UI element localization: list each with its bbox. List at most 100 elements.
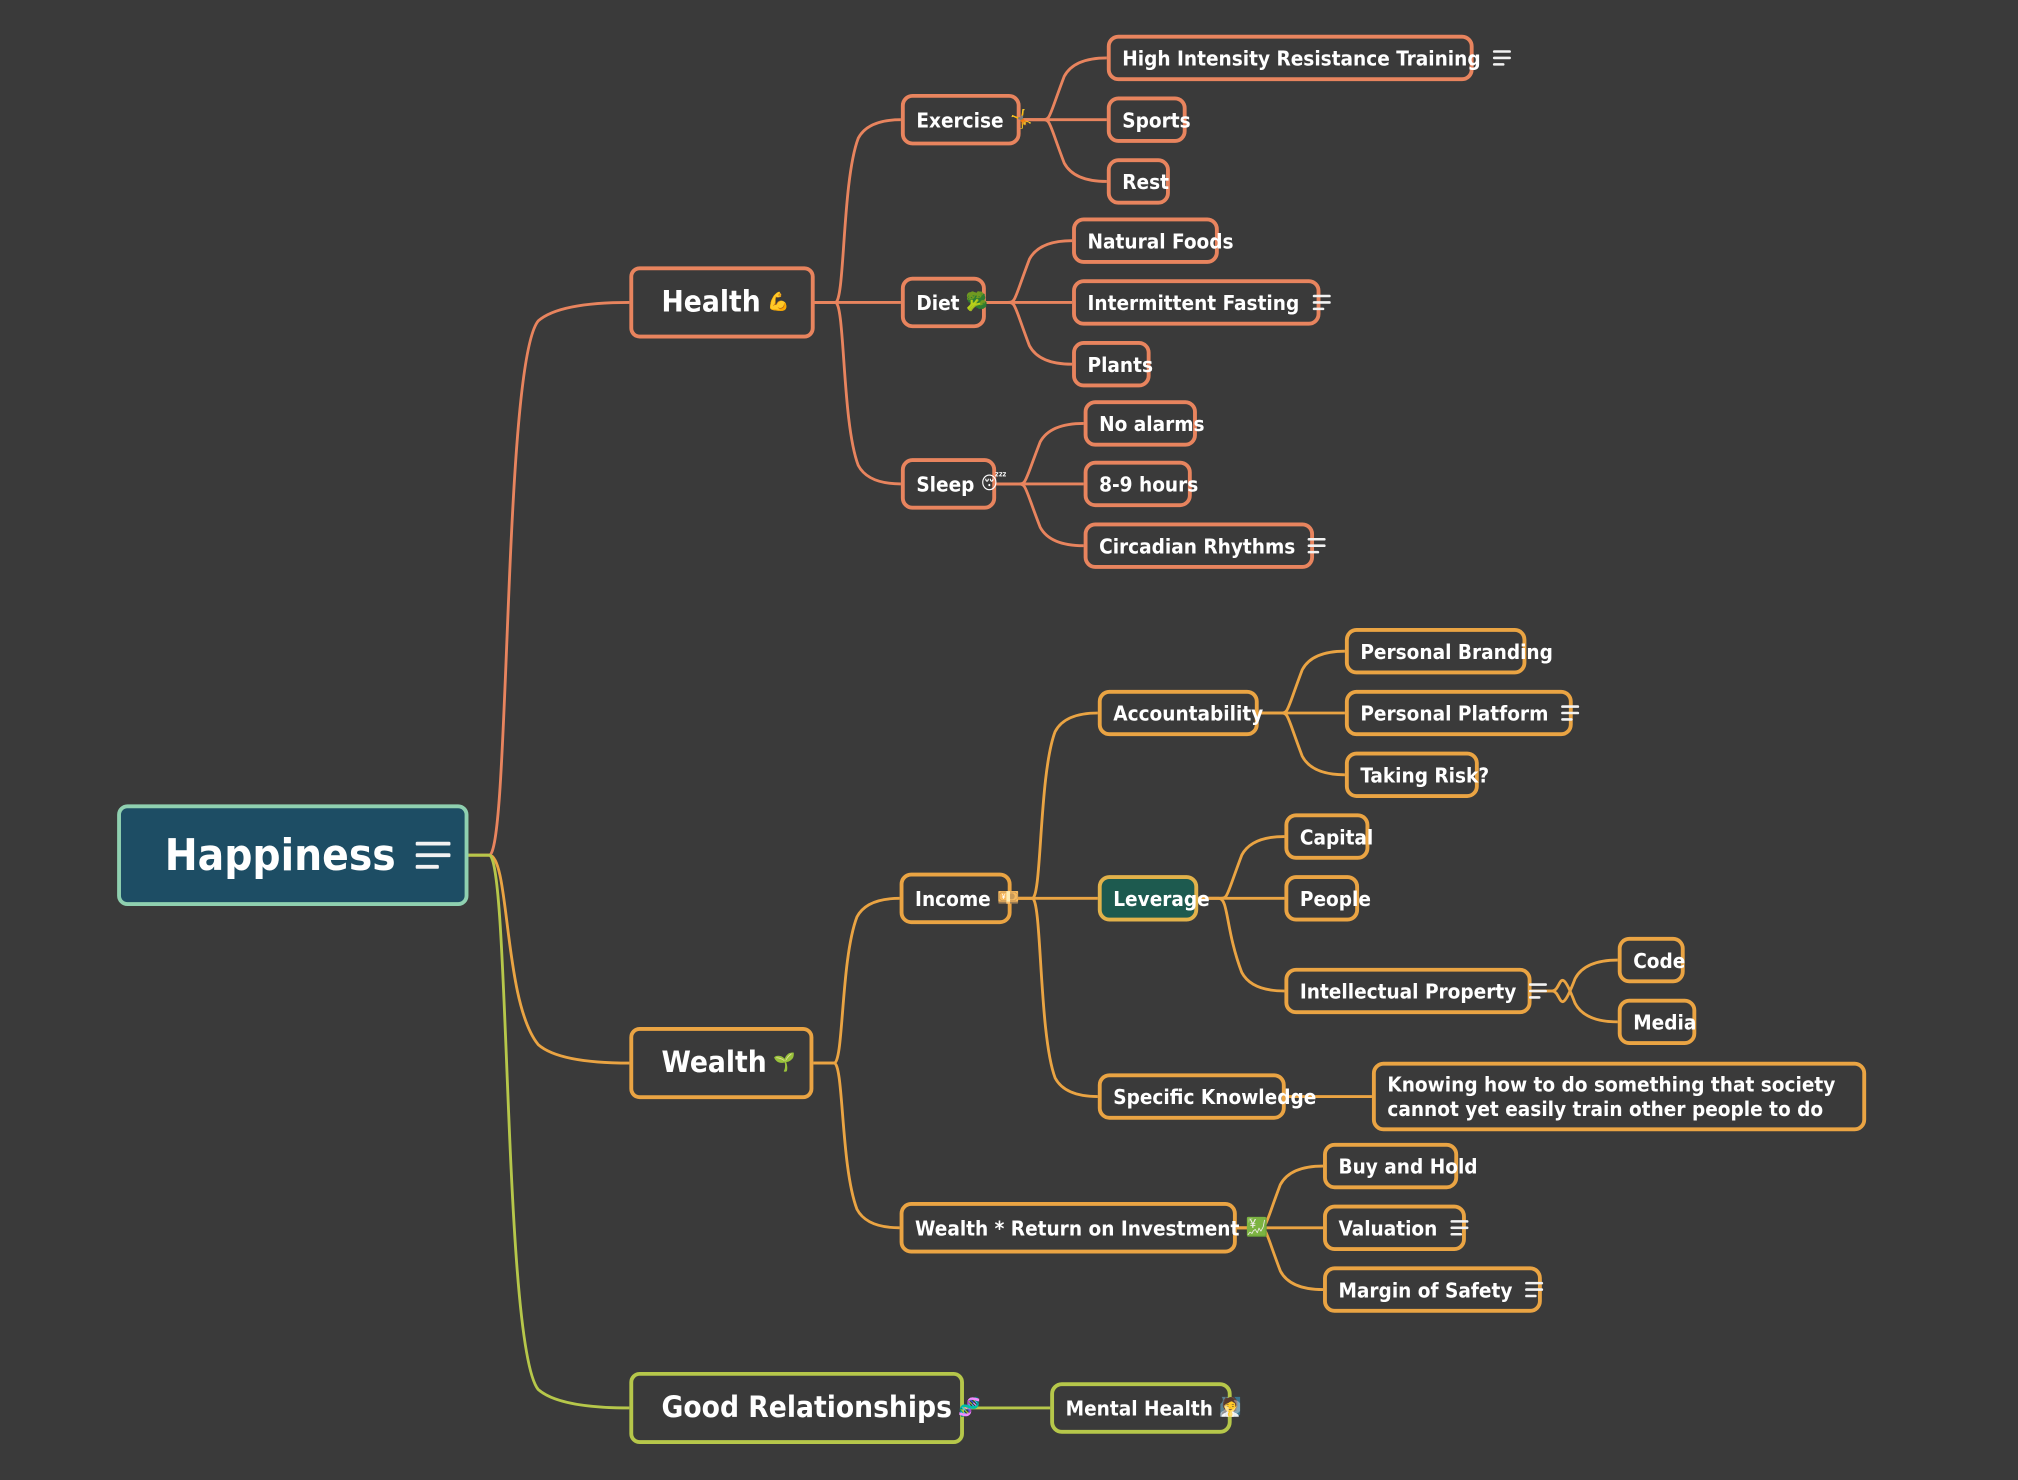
circadian-rhythms-label: Circadian Rhythms bbox=[1099, 533, 1296, 558]
specific-knowledge-description: Knowing how to do something that society… bbox=[1387, 1072, 1836, 1121]
node-specific-knowledge-description[interactable]: Knowing how to do something that society… bbox=[1371, 1061, 1867, 1132]
connector-line bbox=[1198, 896, 1285, 993]
hirt-label: High Intensity Resistance Training bbox=[1122, 45, 1481, 71]
connector-line bbox=[1020, 56, 1107, 122]
node-buy-and-hold[interactable]: Buy and Hold bbox=[1323, 1142, 1478, 1190]
connector-line bbox=[468, 853, 630, 1065]
node-good-relationships[interactable]: Good Relationships 🧬 bbox=[629, 1371, 981, 1445]
cartwheel-icon: 🤸 bbox=[1010, 109, 1033, 130]
income-label: Income bbox=[915, 886, 991, 911]
connector-line bbox=[1198, 835, 1285, 900]
node-diet[interactable]: Diet 🥦 bbox=[900, 276, 989, 329]
connector-line bbox=[1531, 978, 1618, 1024]
node-no-alarms[interactable]: No alarms bbox=[1083, 400, 1205, 447]
node-high-intensity-resistance-training[interactable]: High Intensity Resistance Training bbox=[1106, 34, 1512, 82]
wealth-roi-label: Wealth * Return on Investment bbox=[915, 1215, 1240, 1241]
node-intermittent-fasting[interactable]: Intermittent Fasting bbox=[1072, 279, 1331, 326]
root-node-happiness[interactable]: Happiness bbox=[117, 804, 469, 907]
rest-label: Rest bbox=[1122, 169, 1169, 194]
node-income[interactable]: Income 💴 bbox=[899, 872, 1020, 925]
node-wealth-roi[interactable]: Wealth * Return on Investment 💹 bbox=[899, 1202, 1268, 1254]
mental-health-label: Mental Health bbox=[1065, 1395, 1213, 1421]
node-capital[interactable]: Capital bbox=[1284, 813, 1373, 860]
notes-icon[interactable] bbox=[1450, 1220, 1469, 1236]
node-accountability[interactable]: Accountability bbox=[1097, 689, 1263, 737]
connector-line bbox=[996, 422, 1084, 486]
dna-icon: 🧬 bbox=[958, 1397, 981, 1419]
flexed-bicep-icon: 💪 bbox=[767, 292, 790, 313]
notes-icon[interactable] bbox=[1529, 983, 1548, 999]
8-9-hours-label: 8-9 hours bbox=[1099, 471, 1199, 497]
notes-icon[interactable] bbox=[1525, 1281, 1544, 1298]
node-valuation[interactable]: Valuation bbox=[1323, 1204, 1469, 1251]
code-label: Code bbox=[1633, 947, 1686, 973]
node-personal-branding[interactable]: Personal Branding bbox=[1344, 628, 1553, 675]
intellectual-property-label: Intellectual Property bbox=[1299, 978, 1517, 1004]
good-relationships-label: Good Relationships bbox=[661, 1391, 952, 1425]
seedling-icon: 🌱 bbox=[773, 1052, 796, 1074]
connector-line bbox=[1011, 711, 1098, 900]
node-wealth[interactable]: Wealth 🌱 bbox=[629, 1027, 814, 1100]
node-mental-health[interactable]: Mental Health 🧖 bbox=[1050, 1382, 1242, 1434]
taking-risk-label: Taking Risk? bbox=[1360, 762, 1490, 788]
notes-icon[interactable] bbox=[1493, 50, 1512, 66]
intermittent-fasting-label: Intermittent Fasting bbox=[1087, 290, 1300, 315]
personal-platform-label: Personal Platform bbox=[1360, 700, 1549, 726]
connector-line bbox=[814, 118, 901, 304]
notes-icon[interactable] bbox=[1561, 705, 1580, 721]
node-code[interactable]: Code bbox=[1617, 936, 1686, 984]
banknote-icon: 💴 bbox=[997, 888, 1020, 909]
notes-icon[interactable] bbox=[1312, 294, 1331, 311]
node-circadian-rhythms[interactable]: Circadian Rhythms bbox=[1083, 522, 1327, 569]
node-taking-risk[interactable]: Taking Risk? bbox=[1344, 751, 1489, 798]
sports-label: Sports bbox=[1122, 107, 1191, 132]
node-natural-foods[interactable]: Natural Foods bbox=[1072, 217, 1234, 264]
media-label: Media bbox=[1633, 1009, 1697, 1035]
chart-increasing-icon: 💹 bbox=[1245, 1217, 1269, 1239]
node-specific-knowledge[interactable]: Specific Knowledge bbox=[1097, 1073, 1316, 1120]
capital-label: Capital bbox=[1299, 824, 1374, 849]
node-8-9-hours[interactable]: 8-9 hours bbox=[1083, 460, 1198, 508]
valuation-label: Valuation bbox=[1338, 1215, 1438, 1241]
wealth-label: Wealth bbox=[661, 1046, 767, 1080]
node-rest[interactable]: Rest bbox=[1106, 158, 1170, 205]
node-sports[interactable]: Sports bbox=[1106, 96, 1191, 143]
accountability-label: Accountability bbox=[1113, 700, 1264, 726]
node-plants[interactable]: Plants bbox=[1072, 341, 1154, 388]
leverage-label: Leverage bbox=[1113, 886, 1210, 911]
health-label: Health bbox=[661, 285, 761, 320]
node-people[interactable]: People bbox=[1284, 875, 1371, 922]
node-intellectual-property[interactable]: Intellectual Property bbox=[1284, 967, 1548, 1015]
node-health[interactable]: Health 💪 bbox=[629, 266, 815, 339]
connector-line bbox=[996, 482, 1084, 548]
connector-line bbox=[813, 896, 900, 1065]
sleeping-face-icon: 😴 bbox=[980, 473, 1007, 495]
no-alarms-label: No alarms bbox=[1099, 411, 1205, 436]
connector-line bbox=[1531, 958, 1618, 1004]
connector-line bbox=[468, 853, 630, 1410]
node-personal-platform[interactable]: Personal Platform bbox=[1344, 689, 1580, 737]
notes-icon[interactable] bbox=[416, 841, 452, 869]
connector-line bbox=[1258, 649, 1345, 715]
node-exercise[interactable]: Exercise 🤸 bbox=[900, 93, 1032, 146]
connector-line bbox=[1236, 1226, 1324, 1291]
connector-line bbox=[814, 301, 901, 486]
personal-branding-label: Personal Branding bbox=[1360, 638, 1553, 664]
margin-of-safety-label: Margin of Safety bbox=[1338, 1277, 1513, 1302]
connector-line bbox=[468, 301, 630, 857]
buy-and-hold-label: Buy and Hold bbox=[1338, 1153, 1478, 1179]
connector-line bbox=[1258, 711, 1345, 777]
node-leverage[interactable]: Leverage bbox=[1097, 875, 1210, 922]
connector-line bbox=[985, 239, 1073, 304]
broccoli-icon: 🥦 bbox=[965, 292, 989, 313]
plants-label: Plants bbox=[1087, 351, 1154, 377]
specific-knowledge-label: Specific Knowledge bbox=[1113, 1084, 1317, 1109]
notes-icon[interactable] bbox=[1308, 537, 1327, 554]
node-sleep[interactable]: Sleep 😴 bbox=[900, 458, 1007, 510]
natural-foods-label: Natural Foods bbox=[1087, 228, 1234, 253]
node-media[interactable]: Media bbox=[1617, 998, 1697, 1046]
connector-line bbox=[813, 1061, 900, 1230]
node-margin-of-safety[interactable]: Margin of Safety bbox=[1323, 1266, 1544, 1313]
sauna-person-icon: 🧖 bbox=[1219, 1397, 1242, 1419]
connector-line bbox=[1020, 118, 1107, 183]
